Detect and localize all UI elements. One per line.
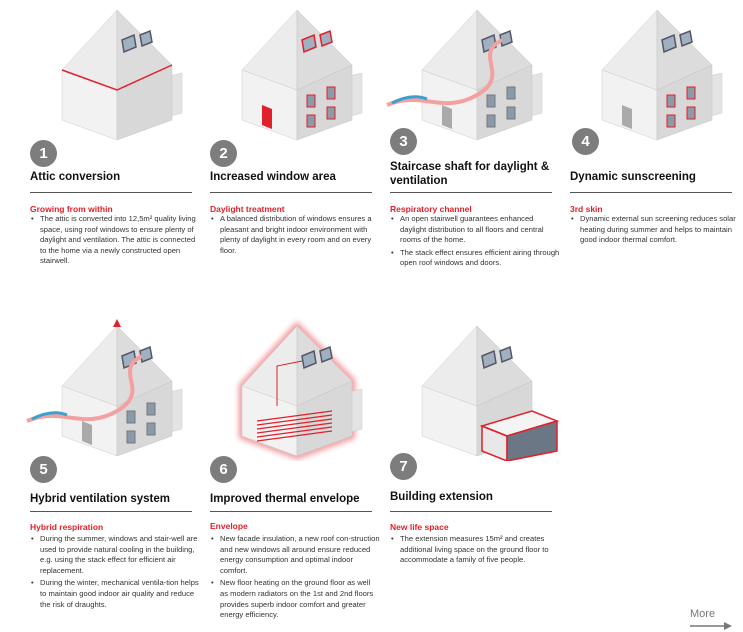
step-number-badge: 1 bbox=[30, 140, 57, 167]
house-illustration bbox=[241, 9, 363, 141]
bullet-list: New facade insulation, a new roof con-st… bbox=[210, 534, 380, 623]
step-number-badge: 2 bbox=[210, 140, 237, 167]
list-item: New facade insulation, a new roof con-st… bbox=[211, 534, 380, 576]
house-illustration bbox=[239, 321, 363, 460]
bullet-list: The attic is converted into 12,5m² quali… bbox=[30, 214, 200, 269]
divider bbox=[570, 192, 732, 193]
card-title: Hybrid ventilation system bbox=[30, 493, 170, 505]
house-illustration bbox=[601, 9, 723, 141]
house-illustration bbox=[421, 325, 560, 461]
bullet-list: During the summer, windows and stair-wel… bbox=[30, 534, 200, 612]
divider bbox=[210, 511, 372, 512]
bullet-list: The extension measures 15m² and creates … bbox=[390, 534, 560, 568]
step-number-badge: 4 bbox=[572, 128, 599, 155]
divider bbox=[30, 511, 192, 512]
divider bbox=[30, 192, 192, 193]
card-subtitle: New life space bbox=[390, 522, 449, 532]
list-item: The stack effect ensures efficient airin… bbox=[391, 248, 560, 269]
list-item: The attic is converted into 12,5m² quali… bbox=[31, 214, 200, 267]
bullet-list: A balanced distribution of windows ensur… bbox=[210, 214, 380, 258]
step-number-badge: 6 bbox=[210, 456, 237, 483]
card-title: Building extension bbox=[390, 491, 493, 503]
list-item: A balanced distribution of windows ensur… bbox=[211, 214, 380, 256]
arrow-right-icon[interactable] bbox=[690, 622, 732, 630]
list-item: Dynamic external sun screening reduces s… bbox=[571, 214, 740, 246]
card-subtitle: Growing from within bbox=[30, 204, 113, 214]
step-number-badge: 7 bbox=[390, 453, 417, 480]
list-item: During the summer, windows and stair-wel… bbox=[31, 534, 200, 576]
card-title: Increased window area bbox=[210, 171, 336, 183]
list-item: During the winter, mechanical ventila-ti… bbox=[31, 578, 200, 610]
card-subtitle: Respiratory channel bbox=[390, 204, 472, 214]
divider bbox=[390, 192, 552, 193]
card-title: Dynamic sunscreening bbox=[570, 171, 696, 183]
step-number-badge: 3 bbox=[390, 128, 417, 155]
card-subtitle: Hybrid respiration bbox=[30, 522, 104, 532]
divider bbox=[390, 511, 552, 512]
card-title: Improved thermal envelope bbox=[210, 493, 360, 505]
house-illustration bbox=[26, 319, 183, 457]
bullet-list: An open stairwell guarantees enhanced da… bbox=[390, 214, 560, 271]
card-subtitle: Daylight treatment bbox=[210, 204, 285, 214]
step-number-badge: 5 bbox=[30, 456, 57, 483]
card-title: Staircase shaft for daylight & ventilati… bbox=[390, 161, 550, 187]
list-item: New floor heating on the ground floor as… bbox=[211, 578, 380, 620]
more-link[interactable]: More bbox=[690, 608, 716, 620]
house-illustration bbox=[386, 9, 543, 141]
house-illustration bbox=[61, 9, 183, 141]
card-subtitle: 3rd skin bbox=[570, 204, 603, 214]
list-item: The extension measures 15m² and creates … bbox=[391, 534, 560, 566]
card-title: Attic conversion bbox=[30, 171, 121, 183]
bullet-list: Dynamic external sun screening reduces s… bbox=[570, 214, 740, 248]
divider bbox=[210, 192, 372, 193]
card-subtitle: Envelope bbox=[210, 521, 248, 531]
list-item: An open stairwell guarantees enhanced da… bbox=[391, 214, 560, 246]
